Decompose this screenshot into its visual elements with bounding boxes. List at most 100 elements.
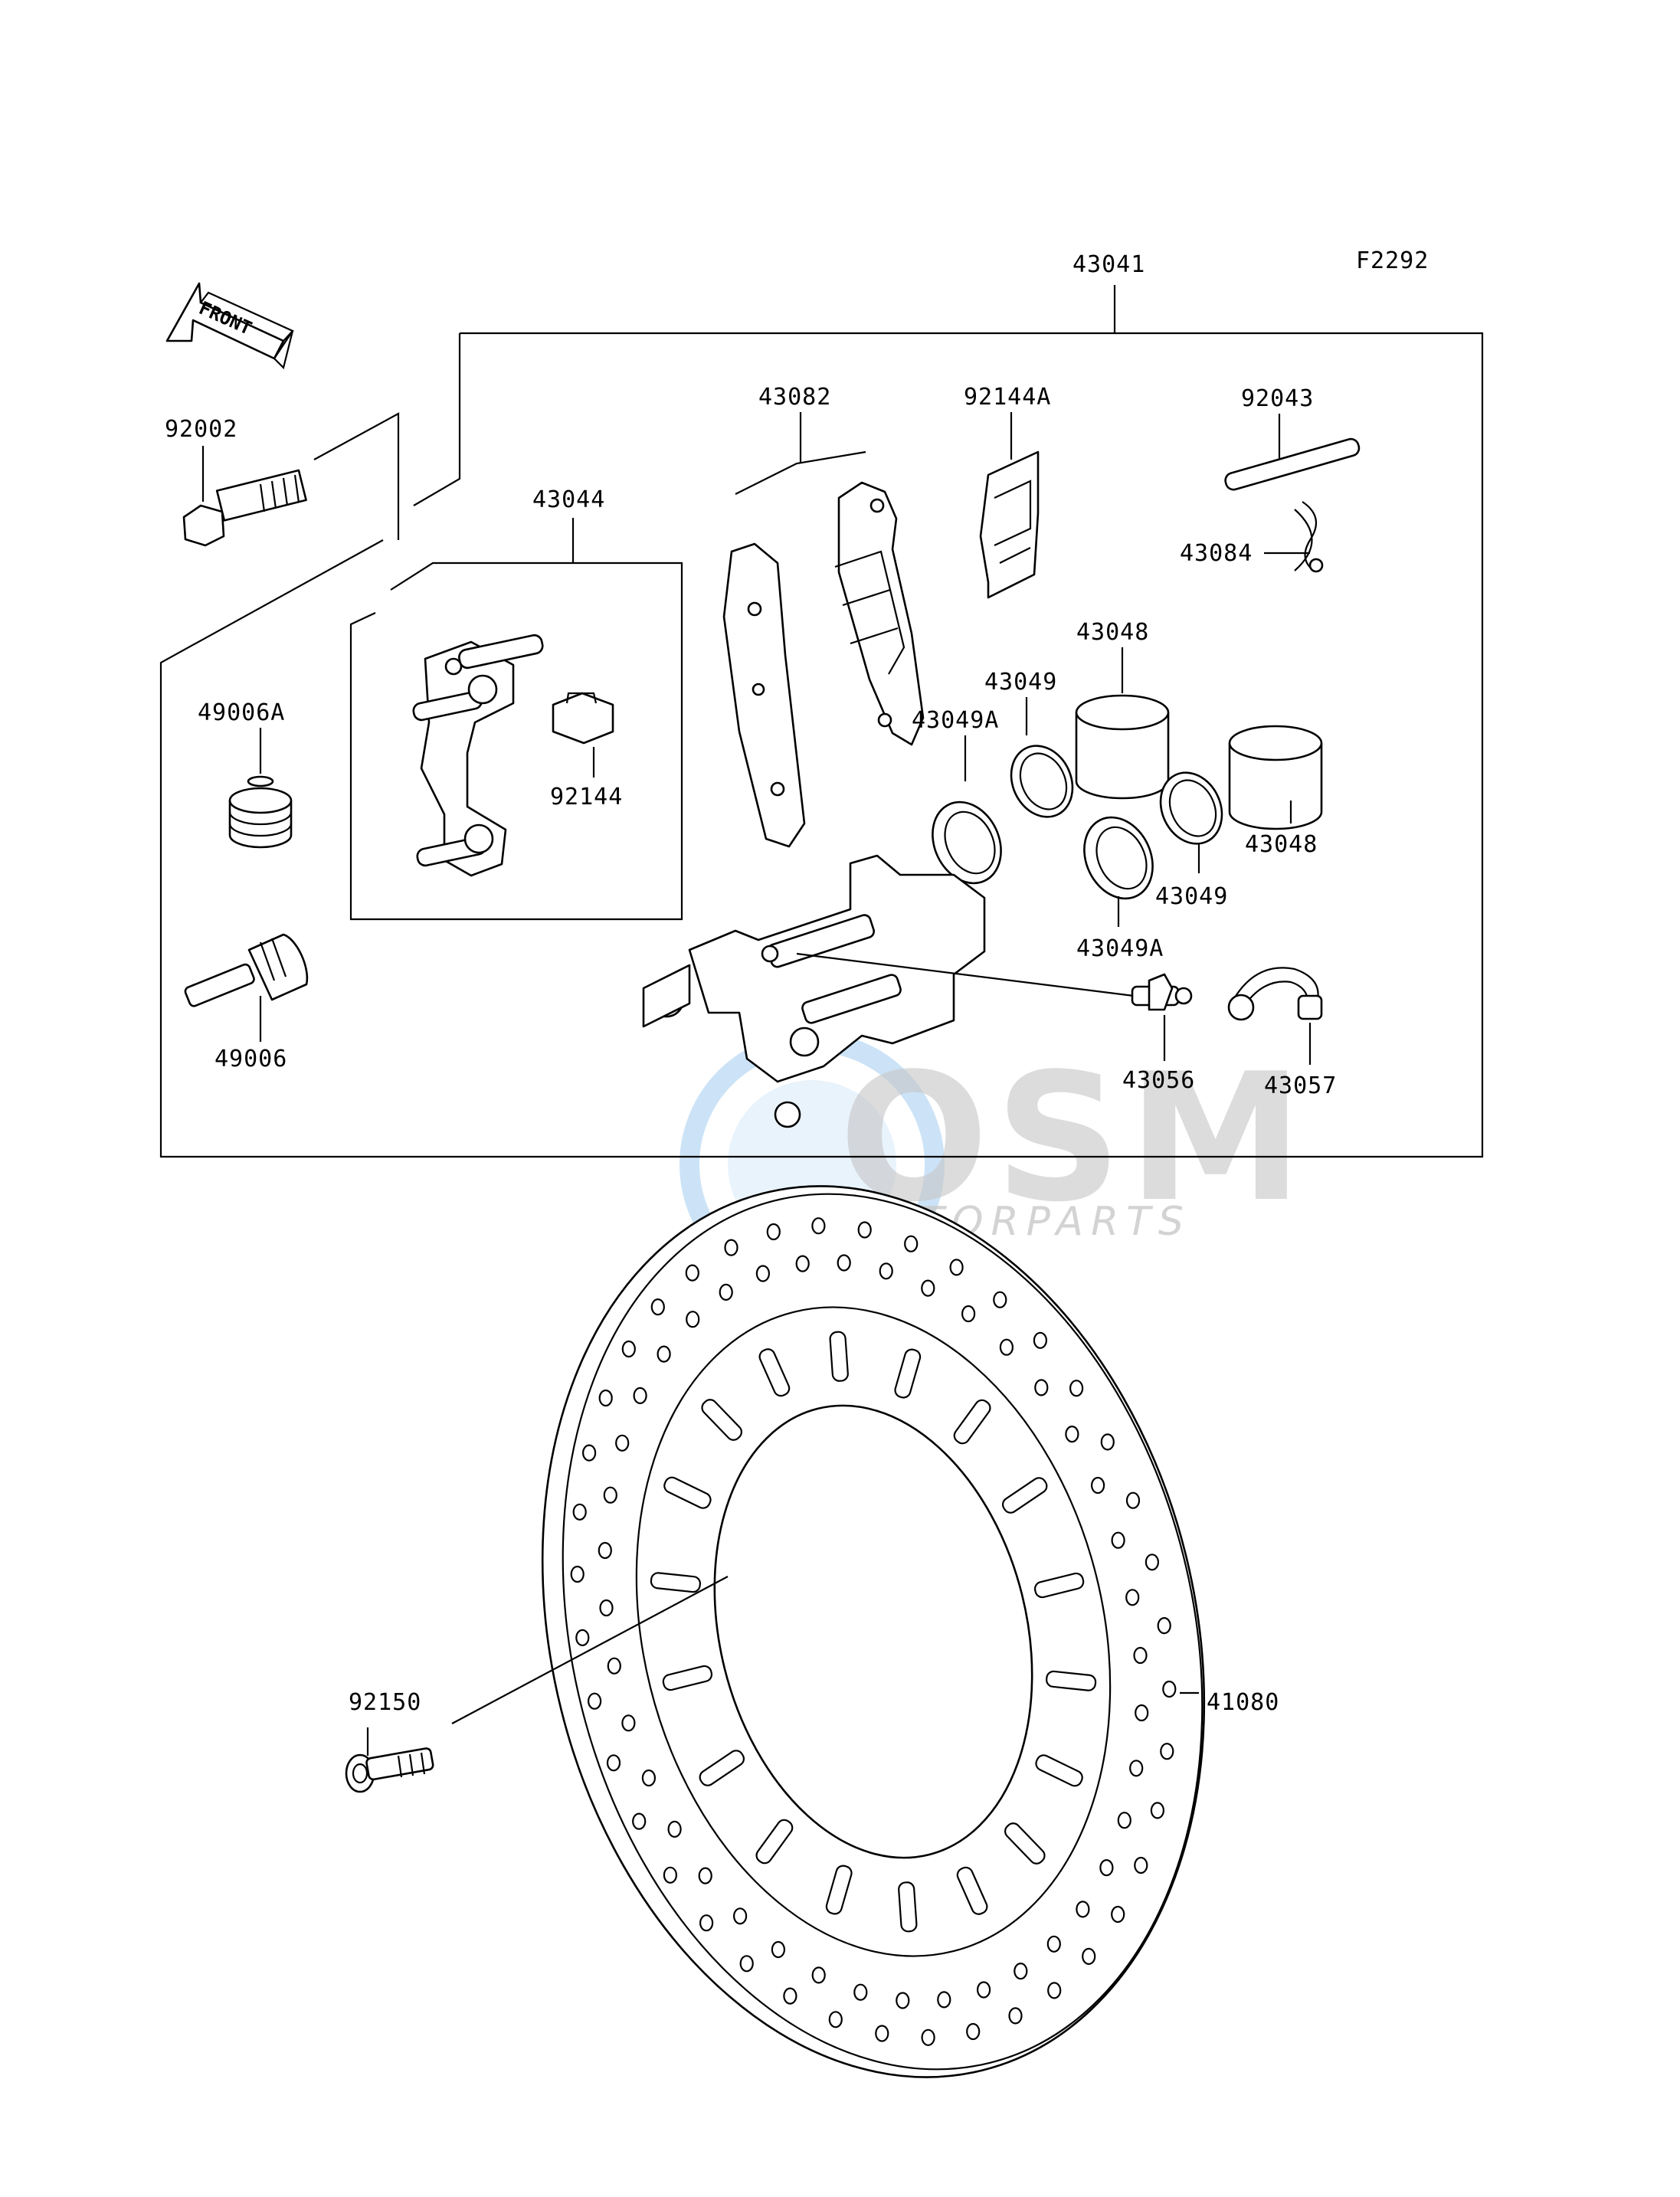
disc-hole: [606, 1754, 621, 1772]
disc-hole: [1150, 1802, 1165, 1819]
disc-hole: [663, 1866, 678, 1884]
disc-hole: [1065, 1425, 1079, 1443]
disc-hole: [657, 1345, 671, 1363]
caliper-body: [642, 854, 1135, 1128]
label-43049A-lower: 43049A: [1076, 935, 1164, 962]
disc-hole: [621, 1340, 636, 1358]
caliper-bracket: [412, 634, 544, 877]
disc-slot: [663, 1476, 712, 1509]
disc-hole: [1046, 1935, 1061, 1953]
label-43048-upper: 43048: [1076, 619, 1149, 646]
piston-43048-lower: [1228, 725, 1323, 830]
disc-hole: [575, 1629, 590, 1646]
disc-hole: [853, 1983, 868, 2001]
disc-hole: [641, 1769, 657, 1787]
disc-hole: [966, 2022, 981, 2041]
disc-slot: [1035, 1754, 1083, 1787]
disc-hole: [811, 1966, 826, 1984]
disc-hole: [937, 1991, 951, 2009]
disc-hole: [1157, 1617, 1171, 1635]
disc-hole: [976, 1981, 991, 1999]
disc-hole: [739, 1955, 754, 1973]
disc-hole: [699, 1914, 714, 1932]
bracket-subframe: [349, 518, 683, 921]
disc-hole: [755, 1265, 771, 1282]
disc-hole: [1145, 1554, 1160, 1571]
disc-hole: [598, 1541, 612, 1560]
piston-43048-upper: [1075, 647, 1170, 800]
label-43084: 43084: [1180, 540, 1253, 567]
disc-hole: [828, 2011, 843, 2028]
disc-hole: [1160, 1743, 1174, 1760]
disc-hole: [1008, 2007, 1023, 2025]
disc-hole: [837, 1254, 851, 1272]
disc-hole: [581, 1444, 597, 1462]
disc-hole: [1033, 1331, 1048, 1349]
disc-hole: [667, 1820, 682, 1838]
label-49006: 49006: [215, 1046, 287, 1072]
disc-hole: [1111, 1905, 1125, 1924]
disc-slot: [1001, 1477, 1048, 1514]
brake-disc-41080: [541, 1185, 1206, 2078]
disc-slot: [956, 1866, 988, 1915]
disc-slot: [825, 1865, 853, 1915]
disc-slot: [650, 1572, 701, 1593]
disc-hole: [603, 1486, 617, 1504]
disc-hole: [993, 1291, 1007, 1308]
disc-hole: [732, 1907, 748, 1925]
disc-hole: [632, 1812, 647, 1830]
bolt-92002: [182, 412, 400, 547]
disc-hole: [771, 1940, 786, 1959]
disc-slot: [758, 1348, 791, 1397]
disc-slot: [662, 1665, 713, 1691]
disc-hole: [921, 1279, 935, 1297]
disc-slot: [1046, 1670, 1097, 1691]
label-92144: 92144: [550, 784, 623, 810]
disc-slot: [1004, 1822, 1046, 1865]
disc-hole: [650, 1298, 665, 1316]
label-92144A: 92144A: [964, 384, 1051, 411]
disc-slot: [701, 1399, 742, 1441]
disc-hole: [599, 1599, 614, 1617]
disc-hole: [904, 1235, 919, 1252]
disc-slot: [894, 1348, 922, 1399]
disc-hole: [1129, 1760, 1144, 1777]
disc-bolt-92150: [345, 1576, 729, 1793]
part-labels: 43041 92002 43044 43082 92144A 92043 430…: [165, 251, 1336, 1716]
bleeder-valve-43056: [1131, 973, 1193, 1061]
disc-hole: [1162, 1680, 1177, 1698]
disc-hole: [1117, 1812, 1131, 1829]
label-43044: 43044: [532, 486, 605, 513]
disc-slot: [755, 1819, 794, 1865]
seal-43049-upper: [1010, 697, 1074, 818]
disc-slot: [699, 1750, 745, 1786]
disc-hole: [724, 1239, 738, 1256]
label-92043: 92043: [1241, 385, 1314, 412]
seal-43049A-lower: [1083, 816, 1154, 927]
label-43082: 43082: [758, 384, 831, 411]
anti-rattle-spring-92144A: [979, 412, 1040, 599]
disc-hole: [1014, 1963, 1028, 1980]
slide-pin-49006: [184, 933, 309, 1042]
disc-hole: [999, 1338, 1014, 1356]
disc-hole: [621, 1714, 636, 1732]
disc-hole: [1125, 1491, 1141, 1509]
disc-hole: [1135, 1704, 1149, 1722]
disc-hole: [1034, 1379, 1049, 1396]
disc-slot: [953, 1399, 991, 1445]
disc-hole: [879, 1262, 893, 1280]
r-clip-43084: [1264, 501, 1324, 573]
disc-hole: [698, 1867, 712, 1884]
disc-hole: [685, 1264, 699, 1282]
disc-hole: [921, 2028, 935, 2046]
assembly-frame: [159, 285, 1484, 1158]
disc-hole: [607, 1657, 621, 1675]
disc-hole: [1133, 1646, 1148, 1665]
disc-hole: [1125, 1589, 1140, 1606]
disc-hole: [949, 1259, 964, 1276]
label-92150: 92150: [349, 1689, 421, 1716]
disc-hole: [686, 1311, 700, 1328]
disc-hole: [1090, 1476, 1105, 1495]
disc-hole: [1082, 1947, 1096, 1965]
